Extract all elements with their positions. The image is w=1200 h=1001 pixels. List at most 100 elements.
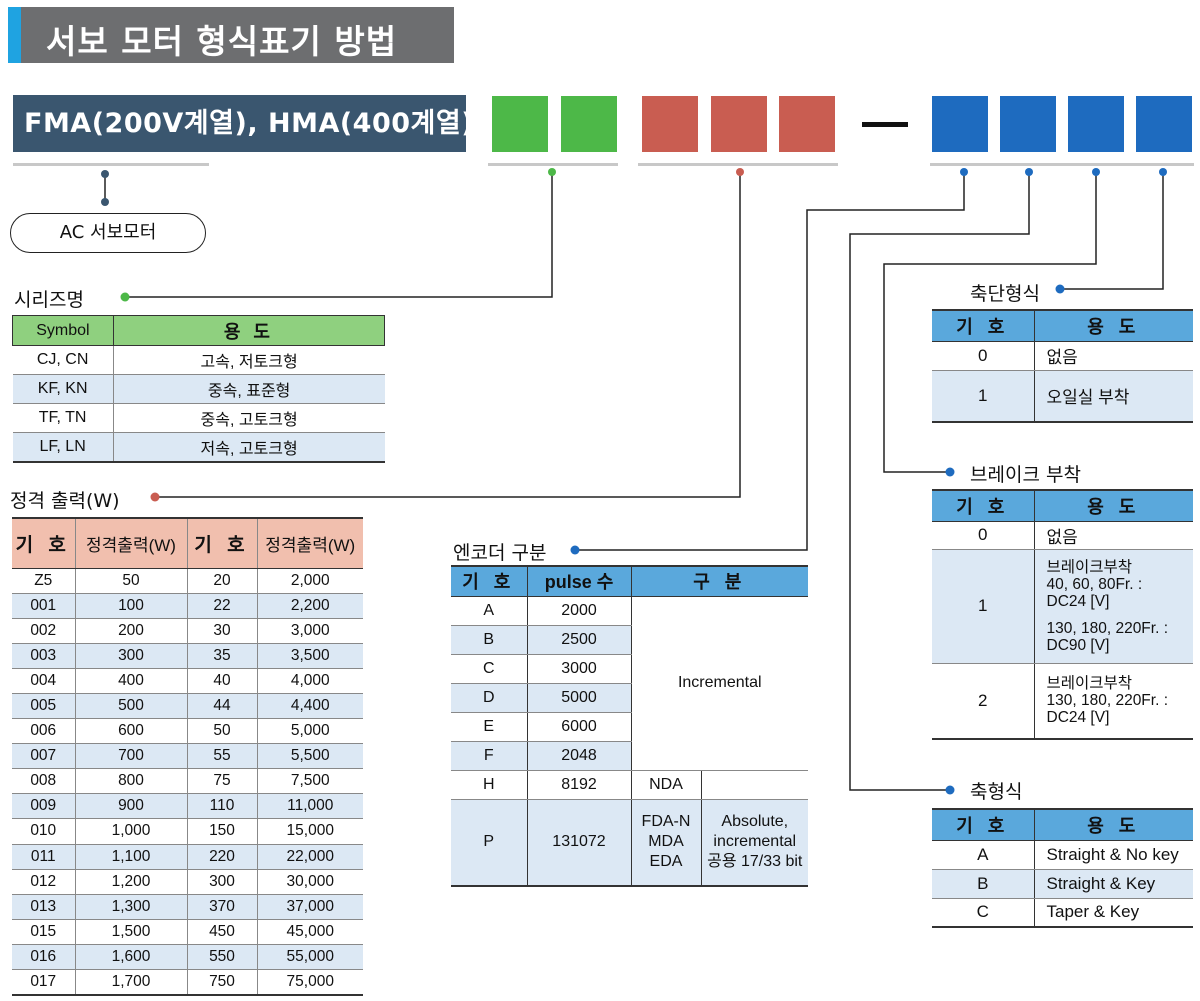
brake-use: 브레이크부착 130, 180, 220Fr. : DC24 [V] [1034,663,1193,740]
series-symbol: KF, KN [12,374,114,404]
brake-symbol: 2 [932,663,1035,740]
power-output: 5,000 [257,718,363,745]
series-symbol: CJ, CN [12,345,114,375]
power-symbol: 003 [12,643,76,669]
table-row: 1 브레이크부착 40, 60, 80Fr. : DC24 [V] 130, 1… [932,549,1194,664]
encoder-type: FDA-N [641,813,691,831]
power-header-output-2: 정격출력(W) [257,517,363,569]
power-output: 3,000 [257,618,363,644]
series-symbol: LF, LN [12,432,114,463]
power-code-square-1 [642,96,698,152]
shaft-use: Taper & Key [1034,898,1193,928]
brake-use-line: DC24 [V] [1046,592,1110,610]
dash-separator [862,122,908,127]
series-header-use: 용 도 [112,315,386,346]
power-symbol: 30 [187,618,258,644]
shaft-symbol: A [932,840,1035,870]
power-symbol: 35 [187,643,258,669]
power-output: 5,500 [257,743,363,770]
power-symbol: 550 [187,944,258,971]
encoder-pulse: 8192 [527,770,632,800]
shaft-code-square [1000,96,1056,152]
power-symbol: 010 [12,818,76,845]
power-output: 1,200 [75,869,188,895]
brake-use: 브레이크부착 40, 60, 80Fr. : DC24 [V] 130, 180… [1034,549,1194,664]
table-row: H 8192 NDA [451,770,808,800]
brake-symbol: 0 [932,521,1035,550]
power-output: 55,000 [257,944,363,971]
power-symbol: 001 [12,593,76,619]
brake-table: 기 호 용 도 0 없음 1 브레이크부착 40, 60, 80Fr. : DC… [932,489,1193,740]
brake-use-line: 브레이크부착 [1046,558,1133,576]
series-underline [488,163,618,166]
power-output: 400 [75,668,188,694]
model-name-box: FMA(200V계열), HMA(400계열) [13,95,474,152]
power-symbol: 004 [12,668,76,694]
table-row: 2 브레이크부착 130, 180, 220Fr. : DC24 [V] [932,663,1193,740]
brake-use-line: 130, 180, 220Fr. : [1046,619,1169,637]
power-output: 200 [75,618,188,644]
series-code-square-2 [561,96,617,152]
encoder-pulse: 6000 [527,712,632,742]
ac-servo-motor-label: AC 서보모터 [10,213,206,253]
power-symbol: 50 [187,718,258,745]
power-output: 1,000 [75,818,188,845]
brake-label: 브레이크 부착 [970,464,1081,486]
option-underline [930,163,1194,166]
power-output: 4,000 [257,668,363,694]
encoder-symbol: H [451,770,528,800]
power-symbol: 450 [187,919,258,945]
series-code-square-1 [492,96,548,152]
power-output: 50 [75,568,188,594]
power-symbol: 370 [187,894,258,920]
encoder-symbol: E [451,712,528,742]
page-title: 서보 모터 형식표기 방법 [46,22,398,61]
series-use: 고속, 저토크형 [113,345,385,375]
power-output: 900 [75,793,188,820]
brake-code-square [1068,96,1124,152]
power-output: 7,500 [257,768,363,795]
brake-symbol: 1 [932,549,1035,664]
shaft-use: Straight & No key [1034,840,1193,870]
spacer [1047,610,1194,620]
shaft-end-symbol: 1 [932,370,1035,423]
encoder-type: EDA [649,853,683,871]
power-symbol: 75 [187,768,258,795]
encoder-description: Absolute, incremental 공용 17/33 bit [701,799,808,887]
encoder-symbol: A [451,596,528,626]
power-symbol: Z5 [12,568,76,594]
power-code-square-3 [779,96,835,152]
encoder-symbol: D [451,683,528,713]
power-output: 75,000 [257,969,363,996]
encoder-desc-line: incremental [713,833,797,851]
series-use: 저속, 고토크형 [113,432,385,463]
series-header-symbol: Symbol [12,315,114,346]
encoder-incremental-type: Incremental [631,596,808,771]
encoder-symbol: F [451,741,528,771]
table-row: A 2000 Incremental [451,596,808,771]
encoder-desc-line: 공용 17/33 bit [707,853,803,871]
power-symbol: 150 [187,818,258,845]
table-row: P 131072 FDA-N MDA EDA Absolute, increme… [451,799,808,887]
brake-use-line: 40, 60, 80Fr. : [1046,575,1143,593]
shaft-header-use: 용 도 [1034,808,1193,841]
title-bar: 서보 모터 형식표기 방법 [8,7,454,63]
encoder-label: 엔코더 구분 [453,542,547,564]
encoder-pulse: 2000 [527,596,632,626]
power-symbol: 009 [12,793,76,820]
shaft-end-label: 축단형식 [970,283,1040,305]
